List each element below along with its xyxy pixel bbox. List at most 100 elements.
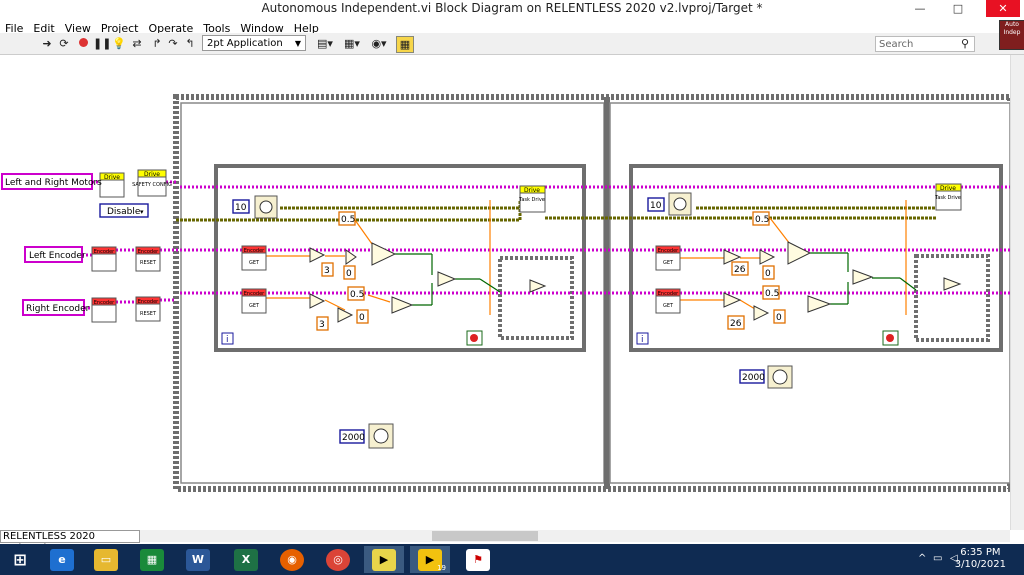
task-drive-node-1[interactable]: Drive Task Drive <box>518 185 546 213</box>
wait-timer-icon[interactable] <box>368 423 394 449</box>
right-encoder-reset-node[interactable]: Encoder RESET <box>135 296 161 322</box>
taskbar-explorer[interactable]: ▭ <box>86 546 126 573</box>
left-encoder-get-node-2[interactable]: Encoder GET <box>655 245 681 271</box>
left-encoder-get-node[interactable]: Encoder GET <box>241 245 267 271</box>
search-icon[interactable]: ⚲ <box>960 37 970 50</box>
half-speed-constant: 0.5 <box>765 289 779 299</box>
title-bar: Autonomous Independent.vi Block Diagram … <box>0 0 1024 18</box>
taskbar-firefox[interactable]: ◉ <box>272 546 312 573</box>
cleanup-diagram-icon[interactable]: ▦ <box>396 36 414 53</box>
left-zero-constant: 0 <box>765 269 771 279</box>
labview-icon: ▶ <box>418 548 442 571</box>
menu-file[interactable]: File <box>5 22 24 35</box>
wait-timer-icon[interactable] <box>767 365 793 389</box>
menu-edit[interactable]: Edit <box>33 22 55 35</box>
menu-operate[interactable]: Operate <box>148 22 194 35</box>
toolbar: ➜ ⟳ ❚❚ 💡 ⇄ ↱ ↷ ↰ 2pt Application Font▼ ▤… <box>0 33 1024 65</box>
get-label: GET <box>249 260 260 266</box>
encoder-header-label: Encoder <box>244 248 265 254</box>
stop-button-icon[interactable] <box>466 330 483 346</box>
menu-view[interactable]: View <box>64 22 91 35</box>
vi-icon[interactable]: Auto Indep <box>999 20 1024 50</box>
menu-help[interactable]: Help <box>293 22 319 35</box>
pause-icon[interactable]: ❚❚ <box>93 37 112 50</box>
left-threshold-constant: 26 <box>734 265 746 275</box>
minimize-button[interactable]: — <box>914 2 926 15</box>
menu-window[interactable]: Window <box>240 22 284 35</box>
volume-icon[interactable]: ◁ <box>950 553 958 564</box>
wait-timer-icon[interactable] <box>668 192 692 216</box>
edge-icon: e <box>50 548 74 571</box>
left-encoder-open-node[interactable]: Encoder <box>91 246 117 272</box>
right-encoder-open-node[interactable]: Encoder <box>91 297 117 323</box>
step-out-icon[interactable]: ↰ <box>185 37 195 50</box>
step-into-icon[interactable]: ↱ <box>152 37 162 50</box>
stop-button-icon[interactable] <box>882 330 899 346</box>
scroll-thumb[interactable] <box>432 531 538 541</box>
chevron-down-icon: ▼ <box>294 39 301 48</box>
left-encoder-reset-node[interactable]: Encoder RESET <box>135 246 161 272</box>
search-input[interactable]: Search <box>875 36 975 52</box>
right-encoder-get-node-2[interactable]: Encoder GET <box>655 288 681 314</box>
reorder-icon[interactable]: ◉▾ <box>371 37 387 50</box>
font-selector[interactable]: 2pt Application Font▼ <box>202 35 306 65</box>
close-button[interactable]: ✕ <box>986 0 1020 17</box>
distribute-objects-icon[interactable]: ▦▾ <box>344 37 360 50</box>
horizontal-scrollbar[interactable] <box>140 530 1010 542</box>
taskbar-word[interactable]: W <box>178 546 218 573</box>
abort-icon[interactable] <box>76 36 90 51</box>
left-right-motors-label-box[interactable]: Left and Right Motors <box>1 173 102 190</box>
right-zero-constant: 0 <box>359 313 365 323</box>
disable-enum-control[interactable]: Disable ▾ <box>99 203 149 218</box>
wait-timer-icon[interactable] <box>254 195 278 219</box>
menu-bar: File Edit View Project Operate Tools Window Hel… <box>0 17 1024 35</box>
menu-tools[interactable]: Tools <box>203 22 231 35</box>
left-encoder-label-box[interactable]: Left Encoder <box>24 246 86 263</box>
numeric-constants <box>316 211 786 331</box>
inner-loop-2[interactable] <box>914 254 990 342</box>
wait-ms-constant: 10 <box>650 201 662 211</box>
half-speed-constant: 0.5 <box>350 290 364 300</box>
info-icon: i <box>636 332 649 345</box>
encoder-header-label: Encoder <box>658 291 679 297</box>
encoder-header-label: Encoder <box>138 299 159 305</box>
reset-label: RESET <box>140 311 157 317</box>
taskbar-store[interactable]: ▦ <box>132 546 172 573</box>
start-button[interactable]: ⊞ <box>0 546 40 573</box>
step-over-icon[interactable]: ↷ <box>168 37 178 50</box>
half-speed-constant: 0.5 <box>341 215 355 225</box>
taskbar-frc-dashboard[interactable]: ⚑ <box>458 546 498 573</box>
menu-project[interactable]: Project <box>100 22 139 35</box>
highlight-execution-icon[interactable]: 💡 <box>112 37 126 50</box>
drive-header-label: Drive <box>144 171 160 178</box>
get-label: GET <box>663 303 674 309</box>
taskbar-labview-project[interactable]: ▶ <box>364 546 404 573</box>
taskbar-edge[interactable]: e <box>42 546 82 573</box>
maximize-button[interactable]: □ <box>952 2 964 15</box>
taskbar-labview[interactable]: ▶19 <box>410 546 450 573</box>
run-arrow-icon[interactable]: ➜ <box>42 37 52 50</box>
task-drive-node-2[interactable]: Drive Task Drive <box>934 183 962 211</box>
right-encoder-get-node[interactable]: Encoder GET <box>241 288 267 314</box>
taskbar-chrome[interactable]: ◎ <box>318 546 358 573</box>
taskbar-excel[interactable]: X <box>226 546 266 573</box>
left-zero-constant: 0 <box>346 269 352 279</box>
folder-icon: ▭ <box>94 548 118 571</box>
retain-wire-values-icon[interactable]: ⇄ <box>132 37 142 50</box>
wait-ms-constant: 10 <box>235 203 247 213</box>
safety-config-node[interactable]: Drive SAFETY CONFIG <box>132 169 172 197</box>
encoder-header-label: Encoder <box>94 249 115 255</box>
block-diagram-canvas[interactable]: Drive Drive SAFETY CONFIG Encoder Encode… <box>0 55 1010 530</box>
right-encoder-label-box[interactable]: Right Encoder <box>22 299 90 316</box>
tray-chevron-icon[interactable]: ^ <box>918 553 927 564</box>
align-objects-icon[interactable]: ▤▾ <box>317 37 333 50</box>
inner-loop-1[interactable] <box>498 256 574 340</box>
numeric-wire <box>262 200 907 315</box>
boolean-wire <box>395 252 917 306</box>
drive-open-node[interactable]: Drive <box>99 172 125 198</box>
run-continuously-icon[interactable]: ⟳ <box>59 37 69 50</box>
network-icon[interactable]: ▭ <box>933 553 943 564</box>
vertical-scrollbar[interactable] <box>1010 55 1024 530</box>
